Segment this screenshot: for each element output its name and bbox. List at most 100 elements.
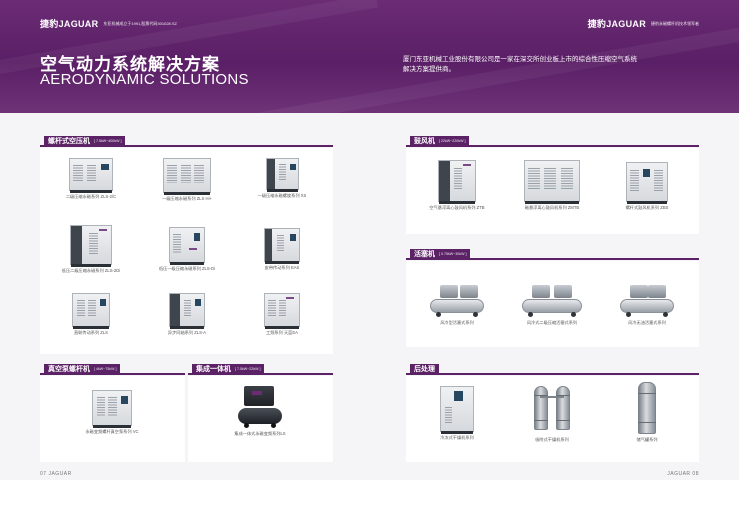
brand-logo-right: 捷豹JAGUAR — [587, 19, 646, 29]
section-range: [ 0.75kW~30kW ] — [439, 252, 467, 256]
section-vacuum-pump: 真空泵螺杆机 [ 4kW~75kW ] 永磁变频螺杆真空泵系列 VC — [40, 362, 185, 462]
section-title: 螺杆式空压机 [ 7.5kW~400kW ] — [44, 136, 126, 147]
compressor-image — [69, 158, 113, 193]
product-item[interactable]: 一级压缩永磁螺旋系列 XS — [247, 158, 317, 199]
compressor-image — [163, 158, 211, 195]
compressor-image — [70, 225, 112, 267]
product-name: 吸附式干燥机系列 — [535, 437, 569, 442]
product-name: 风冷无油活塞式系列 — [628, 320, 666, 325]
product-item[interactable]: 皮带传动系列 EAS — [247, 228, 317, 271]
product-card: 冷冻式干燥机系列 吸附式干燥机系列 储气罐系列 — [406, 376, 699, 462]
product-name: 冷冻式干燥机系列 — [440, 435, 474, 440]
product-item[interactable]: 螺杆式鼓风机系列 ZBS — [602, 162, 692, 211]
product-name: 直联传动系列 ZLS — [74, 330, 108, 335]
product-item[interactable]: 冷冻式干燥机系列 — [412, 386, 502, 441]
product-name: 工频系列 天蓝EA — [266, 330, 298, 335]
product-item[interactable]: 风冷无油活塞式系列 — [602, 285, 692, 326]
section-header: 螺杆式空压机 [ 7.5kW~400kW ] — [40, 134, 333, 147]
section-title: 鼓风机 [ 22kW~220kW ] — [410, 136, 470, 147]
piston-compressor-image — [522, 285, 582, 317]
product-item[interactable]: 低压二级压缩永磁系列 ZLS-2Di — [56, 225, 126, 274]
product-card: 空气悬浮离心鼓风机系列 ZTB 磁悬浮离心鼓风机系列 ZMTB 螺杆式鼓风机系列… — [406, 148, 699, 234]
product-name: 磁悬浮离心鼓风机系列 ZMTB — [524, 205, 580, 210]
integrated-unit-image — [238, 386, 282, 428]
brand-logo-left: 捷豹JAGUAR — [40, 19, 99, 29]
section-header: 集成一体机 [ 7.5kW~22kW ] — [188, 362, 333, 375]
section-range: [ 22kW~220kW ] — [439, 139, 466, 143]
header-right: 捷豹JAGUAR 捷豹永磁螺杆机技术领军者 — [588, 17, 699, 30]
product-name: 永磁变频螺杆真空泵系列 VC — [85, 429, 139, 434]
piston-compressor-image — [430, 285, 484, 317]
product-card: 永磁变频螺杆真空泵系列 VC — [40, 376, 185, 462]
section-screw-compressor: 螺杆式空压机 [ 7.5kW~400kW ] 二级压缩永磁系列 ZLS-2/C … — [40, 134, 333, 354]
product-name: 一级压缩永磁螺旋系列 XS — [257, 193, 307, 198]
compressor-image — [264, 293, 300, 329]
compressor-image — [169, 227, 205, 265]
product-item[interactable]: 吸附式干燥机系列 — [507, 384, 597, 443]
section-title: 后处理 — [410, 364, 439, 375]
product-card: 二级压缩永磁系列 ZLS-2/C 一级压缩永磁系列 ZLS Hi+ 一级压缩永磁… — [40, 148, 333, 354]
section-integrated-unit: 集成一体机 [ 7.5kW~22kW ] 集成一体式永磁变频系列LS — [188, 362, 333, 462]
product-item[interactable]: 低压一级压缩永磁系列 ZLS-Di — [152, 227, 222, 272]
section-header: 活塞机 [ 0.75kW~30kW ] — [406, 247, 699, 260]
compressor-image — [72, 293, 110, 329]
section-post-treatment: 后处理 冷冻式干燥机系列 吸附式干燥机系列 储气罐系列 — [406, 362, 699, 462]
product-item[interactable]: 异步同轴系列 ZLS-A — [152, 293, 222, 336]
product-item[interactable]: 集成一体式永磁变频系列LS — [210, 386, 310, 437]
product-item[interactable]: 永磁变频螺杆真空泵系列 VC — [62, 390, 162, 435]
page-title-cn: 空气动力系统解决方案 — [40, 55, 220, 74]
section-title: 集成一体机 [ 7.5kW~22kW ] — [192, 364, 265, 375]
product-name: 低压二级压缩永磁系列 ZLS-2Di — [61, 268, 121, 273]
section-header: 后处理 — [406, 362, 699, 375]
hero-banner: 捷豹JAGUAR 东亚机械成立于1991,股票代码301028.SZ 捷豹JAG… — [0, 0, 739, 113]
compressor-image — [265, 158, 299, 192]
blower-image — [626, 162, 668, 204]
product-name: 风冷型活塞式系列 — [440, 320, 474, 325]
header-right-subtitle: 捷豹永磁螺杆机技术领军者 — [651, 20, 699, 26]
compressor-image — [264, 228, 300, 264]
product-item[interactable]: 风冷式二级压缩活塞式系列 — [507, 285, 597, 326]
product-card: 集成一体式永磁变频系列LS — [188, 376, 333, 462]
product-item[interactable]: 储气罐系列 — [602, 382, 692, 443]
header-left: 捷豹JAGUAR 东亚机械成立于1991,股票代码301028.SZ — [40, 17, 177, 30]
section-blower: 鼓风机 [ 22kW~220kW ] 空气悬浮离心鼓风机系列 ZTB 磁悬浮离心… — [406, 134, 699, 234]
page-number-left: 07 JAGUAR — [40, 471, 72, 477]
product-item[interactable]: 风冷型活塞式系列 — [412, 285, 502, 326]
section-range: [ 4kW~75kW ] — [94, 367, 117, 371]
piston-compressor-image — [620, 285, 674, 317]
product-item[interactable]: 空气悬浮离心鼓风机系列 ZTB — [412, 160, 502, 211]
header-left-subtitle: 东亚机械成立于1991,股票代码301028.SZ — [103, 20, 177, 26]
section-range: [ 7.5kW~22kW ] — [235, 367, 261, 371]
product-name: 异步同轴系列 ZLS-A — [167, 330, 207, 335]
air-tank-image — [638, 382, 656, 434]
product-name: 集成一体式永磁变频系列LS — [234, 431, 286, 436]
section-title: 活塞机 [ 0.75kW~30kW ] — [410, 249, 471, 260]
section-range: [ 7.5kW~400kW ] — [94, 139, 122, 143]
product-item[interactable]: 二级压缩永磁系列 ZLS-2/C — [56, 158, 126, 200]
page-number-right: JAGUAR 08 — [667, 471, 699, 477]
product-name: 螺杆式鼓风机系列 ZBS — [625, 205, 669, 210]
product-name: 风冷式二级压缩活塞式系列 — [526, 320, 578, 325]
page-title-en: AERODYNAMIC SOLUTIONS — [40, 71, 249, 88]
blower-image — [524, 160, 580, 204]
section-divider — [406, 373, 699, 375]
product-name: 皮带传动系列 EAS — [264, 265, 300, 270]
section-divider — [406, 145, 699, 147]
product-item[interactable]: 直联传动系列 ZLS — [56, 293, 126, 336]
product-item[interactable]: 工频系列 天蓝EA — [247, 293, 317, 336]
adsorption-dryer-image — [532, 384, 572, 434]
compressor-image — [169, 293, 205, 329]
product-item[interactable]: 磁悬浮离心鼓风机系列 ZMTB — [507, 160, 597, 211]
section-title: 真空泵螺杆机 [ 4kW~75kW ] — [44, 364, 121, 375]
product-item[interactable]: 一级压缩永磁系列 ZLS Hi+ — [152, 158, 222, 202]
vacuum-pump-image — [92, 390, 132, 428]
product-name: 空气悬浮离心鼓风机系列 ZTB — [429, 205, 485, 210]
section-divider — [406, 258, 699, 260]
section-header: 鼓风机 [ 22kW~220kW ] — [406, 134, 699, 147]
product-card: 风冷型活塞式系列 风冷式二级压缩活塞式系列 风冷无油活塞式系列 — [406, 261, 699, 347]
section-piston: 活塞机 [ 0.75kW~30kW ] 风冷型活塞式系列 风冷式二级压缩活塞式系… — [406, 247, 699, 347]
product-name: 一级压缩永磁系列 ZLS Hi+ — [162, 196, 212, 201]
product-name: 储气罐系列 — [636, 437, 658, 442]
product-name: 低压一级压缩永磁系列 ZLS-Di — [158, 266, 216, 271]
blower-image — [438, 160, 476, 204]
